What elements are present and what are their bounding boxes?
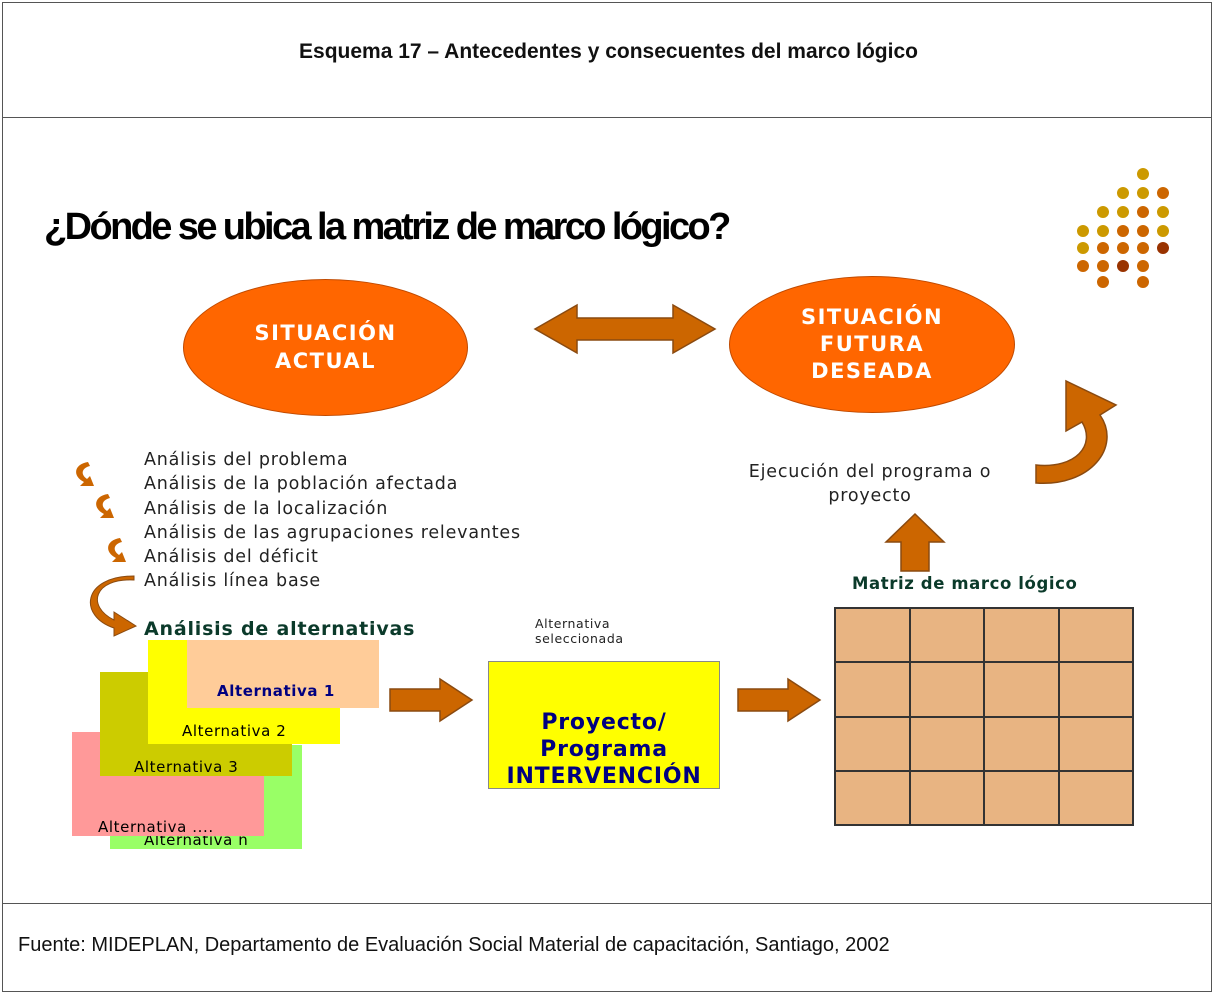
matrix-cell — [909, 770, 984, 825]
analysis-item: Análisis de las agrupaciones relevantes — [144, 522, 521, 543]
matrix-cell — [984, 662, 1059, 717]
situacion-futura-ellipse: SITUACIÓN FUTURA DESEADA — [729, 276, 1015, 413]
diagram-caption: Esquema 17 – Antecedentes y consecuentes… — [299, 40, 918, 63]
matrix-cell — [1058, 716, 1133, 771]
source-footer: Fuente: MIDEPLAN, Departamento de Evalua… — [18, 934, 890, 956]
right-arrow-icon — [389, 677, 474, 723]
matrix-cell — [909, 716, 984, 771]
right-arrow-icon — [737, 677, 822, 723]
matrix-cell — [835, 608, 910, 663]
caption-divider — [2, 117, 1212, 118]
analysis-item: Análisis línea base — [144, 571, 321, 592]
alternative-1-card: Alternativa 1 — [187, 640, 379, 708]
alternative-3-label: Alternativa 3 — [134, 758, 239, 776]
matriz-title: Matriz de marco lógico — [852, 574, 1078, 593]
matrix-cell — [1058, 608, 1133, 663]
matrix-cell — [984, 716, 1059, 771]
project-box — [488, 661, 720, 789]
matrix-cell — [835, 770, 910, 825]
analysis-item: Análisis de la población afectada — [144, 474, 459, 495]
matrix-cell — [984, 770, 1059, 825]
situacion-actual-ellipse: SITUACIÓN ACTUAL — [183, 279, 468, 416]
matrix-cell — [909, 662, 984, 717]
analysis-item: Análisis de la localización — [144, 498, 389, 519]
small-curved-arrow-icon — [108, 538, 126, 562]
curved-arrow-icon — [1035, 379, 1118, 484]
matrix-cell — [1058, 662, 1133, 717]
footer-divider — [2, 903, 1212, 904]
small-curved-arrow-icon — [96, 494, 114, 518]
logframe-matrix — [834, 607, 1134, 826]
matrix-cell — [835, 716, 910, 771]
matrix-cell — [835, 662, 910, 717]
alternative-dots-label: Alternativa .... — [98, 818, 214, 836]
curved-arrow-to-alternatives-icon — [89, 575, 138, 637]
matrix-cell — [984, 608, 1059, 663]
analysis-item: Análisis del problema — [144, 450, 349, 470]
matrix-cell — [1058, 770, 1133, 825]
matrix-cell — [909, 608, 984, 663]
project-box-label: Proyecto/ Programa INTERVENCIÓN — [506, 710, 702, 789]
up-arrow-icon — [884, 512, 946, 572]
analysis-list: Análisis del problema Análisis de la pob… — [144, 448, 521, 594]
headline: ¿Dónde se ubica la matriz de marco lógic… — [44, 206, 731, 248]
decorative-dots — [1077, 168, 1169, 288]
alternative-2-label: Alternativa 2 — [182, 722, 287, 740]
small-curved-arrow-icon — [76, 462, 94, 486]
analisis-alternativas-label: Análisis de alternativas — [144, 618, 416, 640]
alternativa-seleccionada-label: Alternativa seleccionada — [535, 616, 624, 646]
analysis-item: Análisis del déficit — [144, 547, 319, 568]
ejecucion-label: Ejecución del programa o proyecto — [748, 462, 992, 506]
double-arrow-icon — [533, 303, 717, 355]
alternative-1-label: Alternativa 1 — [217, 682, 335, 700]
